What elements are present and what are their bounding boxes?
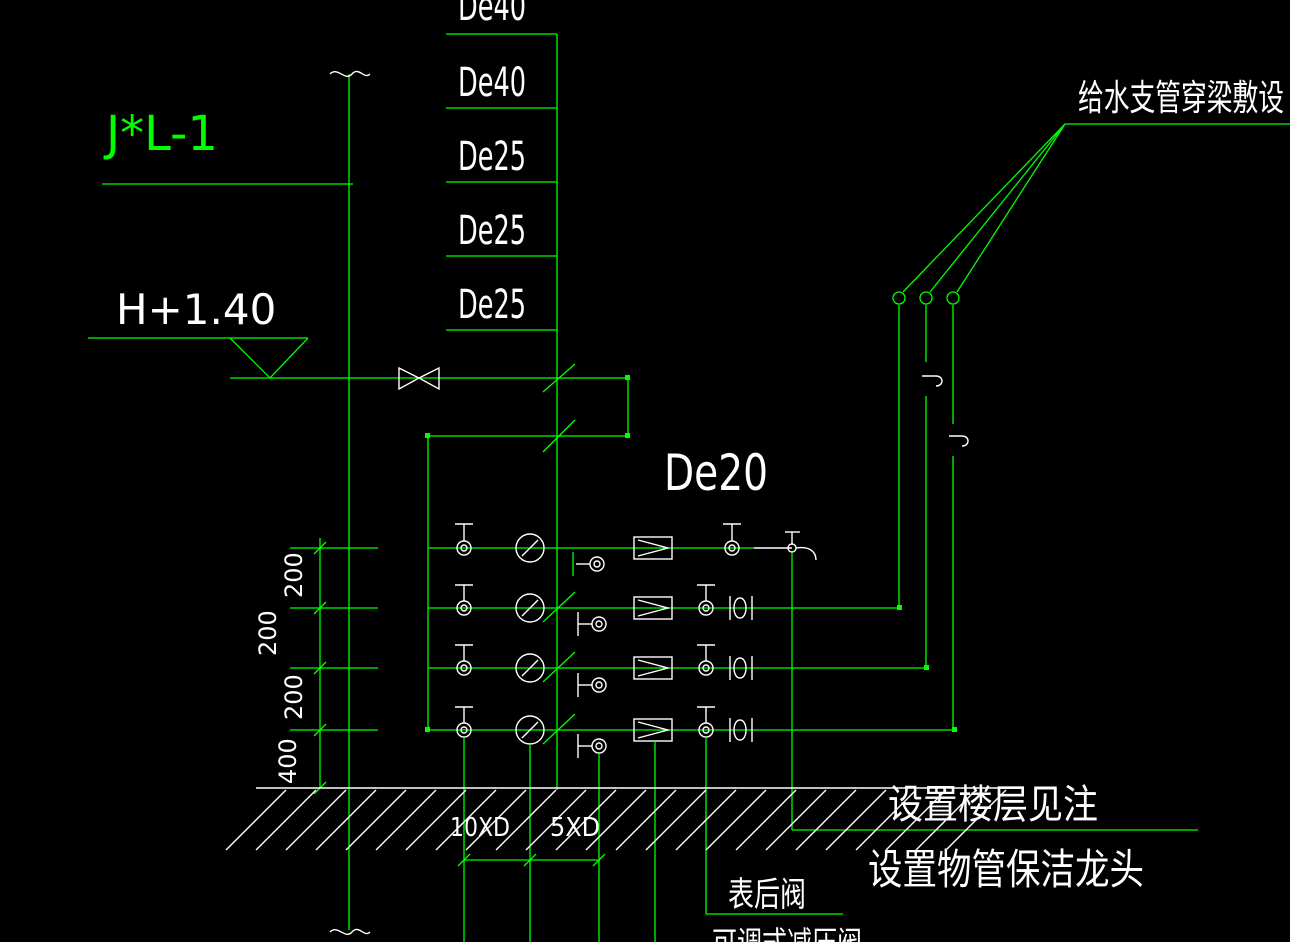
- hatch-line: [855, 789, 917, 851]
- branch-risers: [892, 123, 1290, 730]
- pipe-size-0: De40: [458, 0, 526, 30]
- dim-outer-gap: 200: [254, 610, 282, 656]
- floor-note: 设置楼层见注: [888, 782, 1098, 828]
- hatch-line: [435, 789, 497, 851]
- bottom-cut-label: 可调式减压阀: [712, 924, 862, 942]
- bypass-loop: [425, 363, 630, 730]
- dimension-lines: 200 200 200 400 10XD 5XD: [254, 538, 606, 867]
- hatch-line: [885, 789, 947, 851]
- elevation-marker: H+1.40: [88, 285, 628, 379]
- hatch-line: [615, 789, 677, 851]
- pipe-size-4: De25: [458, 282, 526, 328]
- branch-row-3: [290, 644, 929, 697]
- dim-lower-gap: 200: [280, 674, 308, 720]
- hatch-line: [255, 789, 317, 851]
- branch-row-2: [290, 584, 902, 636]
- hatch-line: [555, 789, 617, 851]
- branch-row-4: [290, 706, 957, 758]
- pipe-size-3: De25: [458, 208, 526, 254]
- branch-through-beam-note: 给水支管穿梁敷设: [1078, 78, 1284, 119]
- hatch-line: [585, 789, 647, 851]
- elevation-label: H+1.40: [116, 285, 276, 334]
- hatch-line: [525, 789, 587, 851]
- riser-label-group: J*L-1: [102, 106, 353, 185]
- hatch-line: [405, 789, 467, 851]
- hatch-line: [345, 789, 407, 851]
- dim-floor-gap: 400: [274, 738, 302, 784]
- hatch-line: [675, 789, 737, 851]
- hatch-line: [765, 789, 827, 851]
- hatch-line: [375, 789, 437, 851]
- hatch-line: [315, 789, 377, 851]
- hatch-line: [285, 789, 347, 851]
- downpipes: [463, 552, 1198, 942]
- branch-size-label: De20: [664, 444, 768, 502]
- cleaning-tap-note: 设置物管保洁龙头: [868, 845, 1144, 894]
- riser-label: J*L-1: [103, 106, 218, 162]
- dim-spacing-1: 10XD: [450, 813, 510, 843]
- hatch-line: [495, 789, 557, 851]
- pipe-size-2: De25: [458, 134, 526, 180]
- hatch-line: [795, 789, 857, 851]
- hatch-line: [465, 789, 527, 851]
- hatch-line: [225, 789, 287, 851]
- main-riser: [329, 70, 371, 935]
- branch-row-1: [290, 523, 817, 576]
- hatch-line: [945, 789, 1007, 851]
- dim-spacing-2: 5XD: [550, 813, 600, 843]
- gate-valve-icon: [398, 366, 440, 391]
- floor-slab: [225, 787, 1010, 851]
- hatch-line: [645, 789, 707, 851]
- pipe-size-1: De40: [458, 60, 526, 106]
- hatch-line: [735, 789, 797, 851]
- after-meter-valve-label: 表后阀: [728, 875, 806, 915]
- hatch-line: [705, 789, 767, 851]
- hatch-line: [915, 789, 977, 851]
- pipe-size-table: De40 De40 De25 De25 De25: [446, 0, 558, 790]
- dim-top-gap: 200: [280, 552, 308, 598]
- hatch-line: [825, 789, 887, 851]
